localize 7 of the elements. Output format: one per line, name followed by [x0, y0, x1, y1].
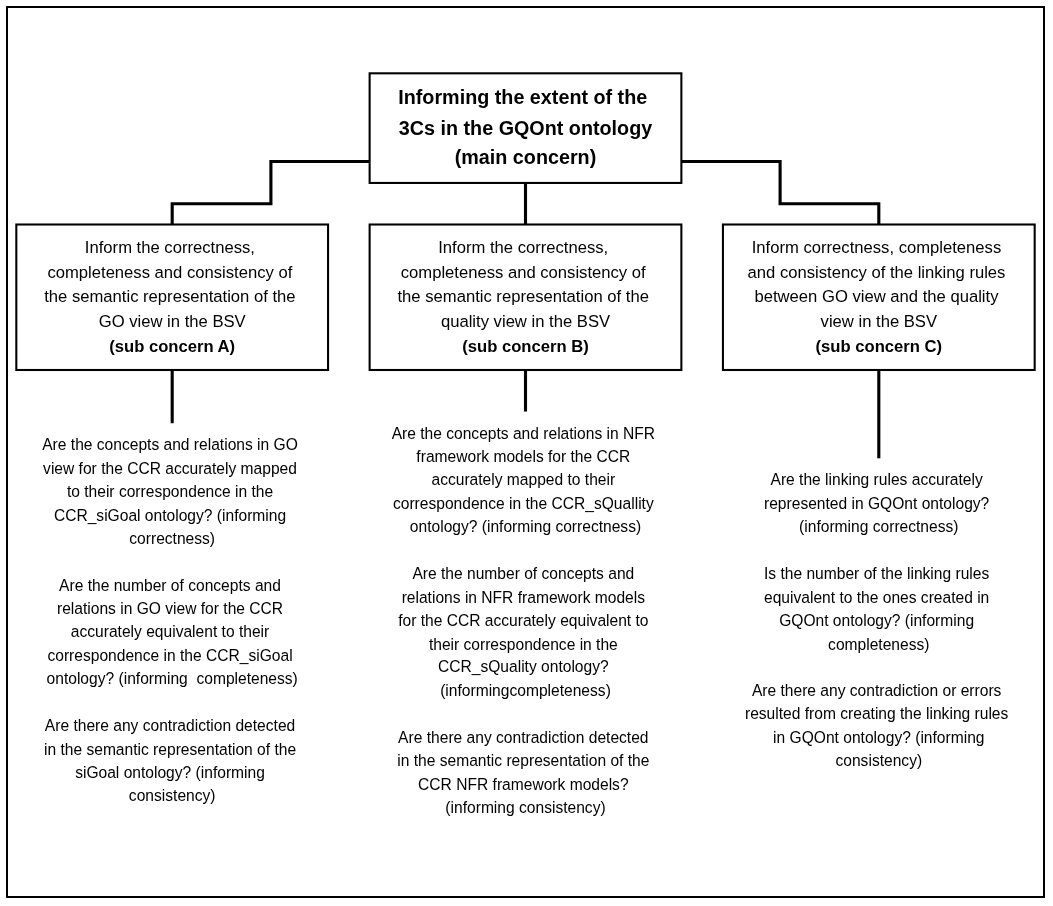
node-text: Are the linking rules accurately represented in GQOnt ontology? (informing correctness) Is the number of the linking rules equivalent to the ones created in GQOnt ontology? (informing completeness) Are there any contradiction or errors resulted from creating the linking rules in GQOnt ontology? (informing consistency) [744, 471, 1009, 770]
node-text: Are the concepts and relations in GO view for the CCR accurately mapped to their correspondence in the CCR_siGoal ontology? (informing correctness) Are the number of concepts and relations in GO view for the CCR accurately equivalent to their correspondence in the CCR_siGoal ontology? (informing completeness) Are there any contradiction detected in the semantic representation of the siGoal ontology? (informing consistency) [42, 436, 298, 805]
node-box: Informing the extent of the 3Cs in the GQOnt ontology (main concern) [368, 72, 683, 185]
node-text: Are the concepts and relations in NFR framework models for the CCR accurately mapped to their correspondence in the CCR_sQuallity ontology? (informing correctness) Are the number of concepts and relations in NFR framework models for the CCR accurately equivalent to their correspondence in the CCR_sQuality ontology? (informingcompleteness) Are there any contradiction detected in the semantic representation of the CCR NFR framework models? (informing consistency) [391, 424, 656, 817]
node-box: Inform the correctness, completeness and consistency of the semantic representation of the GO view in the BSV (sub concern A) [15, 223, 330, 372]
node-box: Inform correctness, completeness and consistency of the linking rules between GO view and the quality view in the BSV (sub concern C) [721, 223, 1036, 372]
node-box: Inform the correctness, completeness and consistency of the semantic representation of the quality view in the BSV (sub concern B) [368, 223, 683, 372]
